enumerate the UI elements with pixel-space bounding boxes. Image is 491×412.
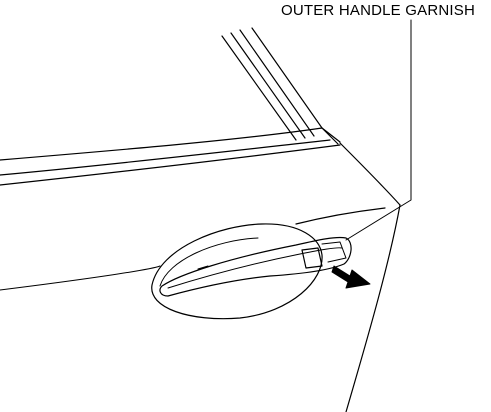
door-body [0,142,401,412]
removal-arrow [331,265,371,289]
belt-molding [0,127,341,186]
callout-leader [345,19,412,241]
outer-handle [159,236,352,297]
callout-label: OUTER HANDLE GARNISH [280,2,475,19]
handle-recess [151,223,323,320]
window-frame [221,27,323,141]
